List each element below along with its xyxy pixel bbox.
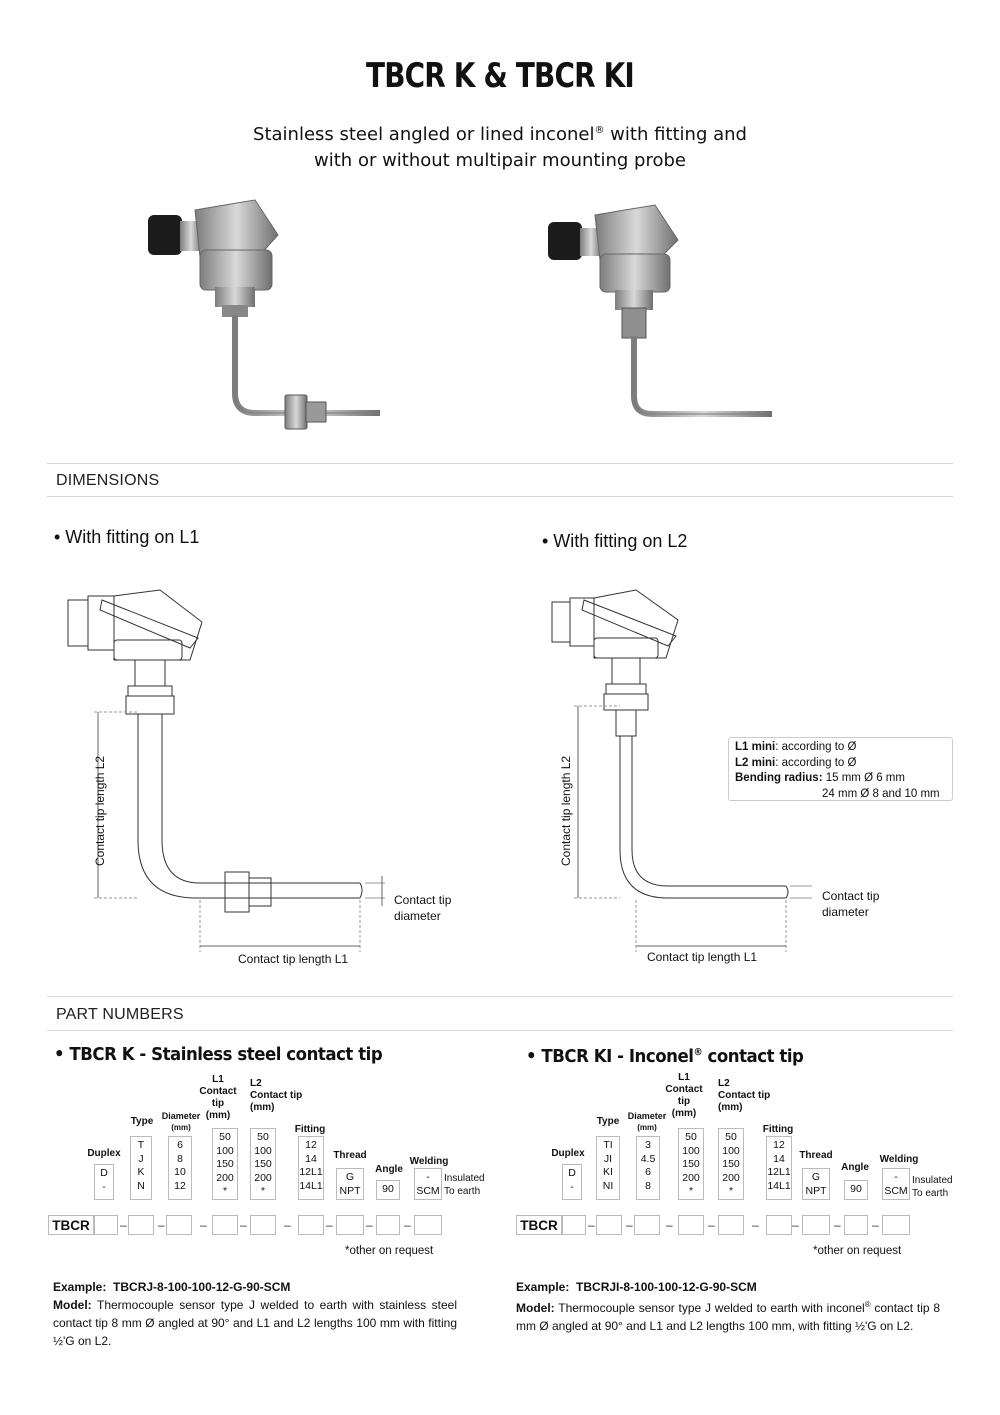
options-angle: 90: [376, 1180, 400, 1200]
col-type: Type: [130, 1116, 154, 1127]
code-box-type[interactable]: [596, 1215, 622, 1235]
col-diameter: Diameter(mm): [627, 1111, 667, 1132]
label-contact-tip-l1-left: Contact tip length L1: [238, 952, 349, 966]
label-contact-tip-l1-right: Contact tip length L1: [647, 950, 758, 964]
code-box-l2[interactable]: [718, 1215, 744, 1235]
col-welding: Welding: [409, 1156, 449, 1167]
options-l2: 50 100 150 200 *: [250, 1128, 276, 1200]
caption-fitting-l2: • With fitting on L2: [542, 531, 688, 551]
footnote: *other on request: [345, 1245, 434, 1257]
rule: [47, 496, 953, 497]
col-thread: Thread: [333, 1150, 367, 1161]
options-duplex: D -: [94, 1164, 114, 1200]
options-l1: 50 100 150 200 *: [678, 1128, 704, 1200]
col-type: Type: [596, 1116, 620, 1127]
caption-fitting-l1: • With fitting on L1: [54, 527, 200, 547]
code-box-thread[interactable]: [802, 1215, 830, 1235]
code-box-diameter[interactable]: [634, 1215, 660, 1235]
label-contact-tip-l2-left: Contact tip length L2: [93, 755, 107, 866]
code-box-type[interactable]: [128, 1215, 154, 1235]
options-type: TI JI KI NI: [596, 1136, 620, 1200]
options-angle: 90: [844, 1180, 868, 1200]
options-duplex: D -: [562, 1164, 582, 1200]
col-welding: Welding: [879, 1154, 919, 1165]
footnote: *other on request: [813, 1245, 902, 1257]
heading-tbcr-k: • TBCR K - Stainless steel contact tip: [54, 1044, 383, 1065]
col-diameter: Diameter(mm): [161, 1111, 201, 1132]
col-duplex: Duplex: [551, 1148, 585, 1159]
section-title-dimensions: DIMENSIONS: [56, 472, 160, 489]
rule: [47, 1030, 953, 1031]
options-l2: 50 100 150 200 *: [718, 1128, 744, 1200]
rule: [47, 463, 953, 464]
code-box-diameter[interactable]: [166, 1215, 192, 1235]
label-contact-tip-l2-right: Contact tip length L2: [559, 755, 573, 866]
example-tbcr-ki: Example: TBCRJI-8-100-100-12-G-90-SCM Mo…: [516, 1280, 940, 1333]
code-box-duplex[interactable]: [562, 1215, 586, 1235]
drawing-fitting-l1: [60, 580, 400, 980]
col-fitting: Fitting: [762, 1124, 794, 1135]
code-box-l1[interactable]: [678, 1215, 704, 1235]
options-welding: - SCM: [414, 1168, 442, 1200]
drawing-fitting-l2: [540, 580, 820, 980]
code-box-l2[interactable]: [250, 1215, 276, 1235]
dimension-info-box: L1 mini: according to Ø L2 mini: accordi…: [728, 737, 953, 801]
code-box-fitting[interactable]: [766, 1215, 792, 1235]
heading-tbcr-ki: • TBCR KI - Inconel® contact tip: [526, 1046, 804, 1067]
page-title: TBCR K & TBCR KI: [365, 56, 635, 96]
code-box-thread[interactable]: [336, 1215, 364, 1235]
code-box-angle[interactable]: [376, 1215, 400, 1235]
options-fitting: 12 14 12L1 14L1: [298, 1136, 324, 1200]
col-fitting: Fitting: [294, 1124, 326, 1135]
code-box-duplex[interactable]: [94, 1215, 118, 1235]
code-box-fitting[interactable]: [298, 1215, 324, 1235]
product-photo-fitting-l2: [540, 200, 790, 430]
options-l1: 50 100 150 200 *: [212, 1128, 238, 1200]
page-subtitle: Stainless steel angled or lined inconel®…: [253, 124, 747, 171]
options-welding: - SCM: [882, 1168, 910, 1200]
code-prefix: TBCR: [48, 1215, 94, 1235]
rule: [47, 996, 953, 997]
code-box-welding[interactable]: [414, 1215, 442, 1235]
options-fitting: 12 14 12L1 14L1: [766, 1136, 792, 1200]
col-angle: Angle: [841, 1162, 869, 1173]
example-tbcr-k: Example: TBCRJ-8-100-100-12-G-90-SCM Mod…: [53, 1280, 457, 1348]
code-box-l1[interactable]: [212, 1215, 238, 1235]
section-title-part-numbers: PART NUMBERS: [56, 1006, 184, 1023]
options-type: T J K N: [130, 1136, 152, 1200]
col-duplex: Duplex: [87, 1148, 121, 1159]
col-angle: Angle: [375, 1164, 403, 1175]
options-thread: G NPT: [336, 1168, 364, 1200]
code-box-angle[interactable]: [844, 1215, 868, 1235]
options-thread: G NPT: [802, 1168, 830, 1200]
code-prefix: TBCR: [516, 1215, 562, 1235]
code-box-welding[interactable]: [882, 1215, 910, 1235]
col-thread: Thread: [799, 1150, 833, 1161]
product-photo-fitting-l1: [140, 195, 390, 435]
options-diameter: 3 4.5 6 8: [636, 1136, 660, 1200]
options-diameter: 6 8 10 12: [168, 1136, 192, 1200]
